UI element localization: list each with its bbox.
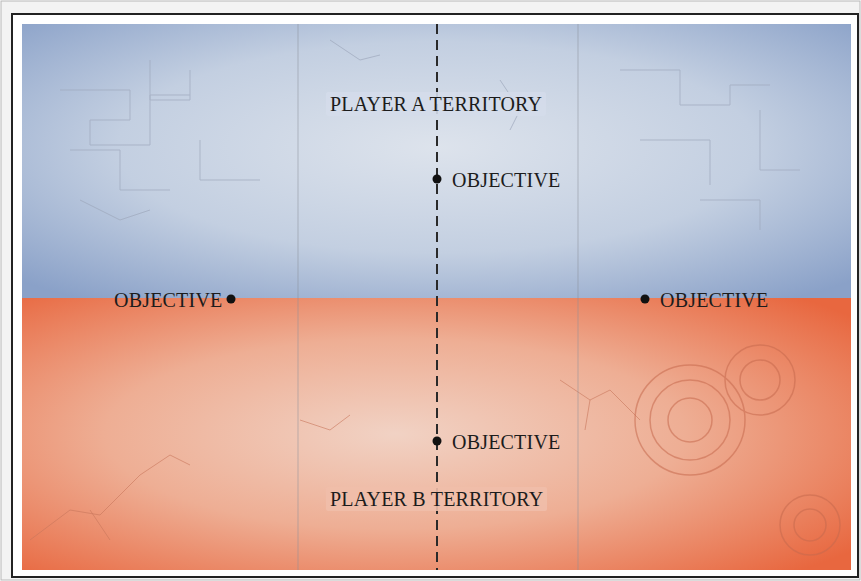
- ruin-texture: [60, 40, 800, 230]
- territory-label: PLAYER B TERRITORY: [326, 487, 547, 511]
- territory-label: PLAYER A TERRITORY: [326, 92, 546, 116]
- map-frame: [12, 14, 858, 577]
- objective-dot: [433, 175, 442, 184]
- centre-line: [436, 24, 438, 570]
- objective-label: OBJECTIVE: [452, 169, 560, 191]
- objective-dot: [227, 295, 236, 304]
- objective-label: OBJECTIVE: [114, 289, 222, 311]
- objective-dot: [433, 437, 442, 446]
- objective-label: OBJECTIVE: [660, 289, 768, 311]
- crater-symbol: [635, 345, 840, 555]
- objective-markers: [227, 175, 650, 446]
- objective-dot: [641, 295, 650, 304]
- crack-texture: [30, 380, 640, 540]
- territory-band: PLAYER A TERRITORY: [22, 24, 851, 298]
- objective-label: OBJECTIVE: [452, 431, 560, 453]
- territory-band: PLAYER B TERRITORY: [22, 298, 851, 570]
- table-section-lines: [298, 24, 578, 570]
